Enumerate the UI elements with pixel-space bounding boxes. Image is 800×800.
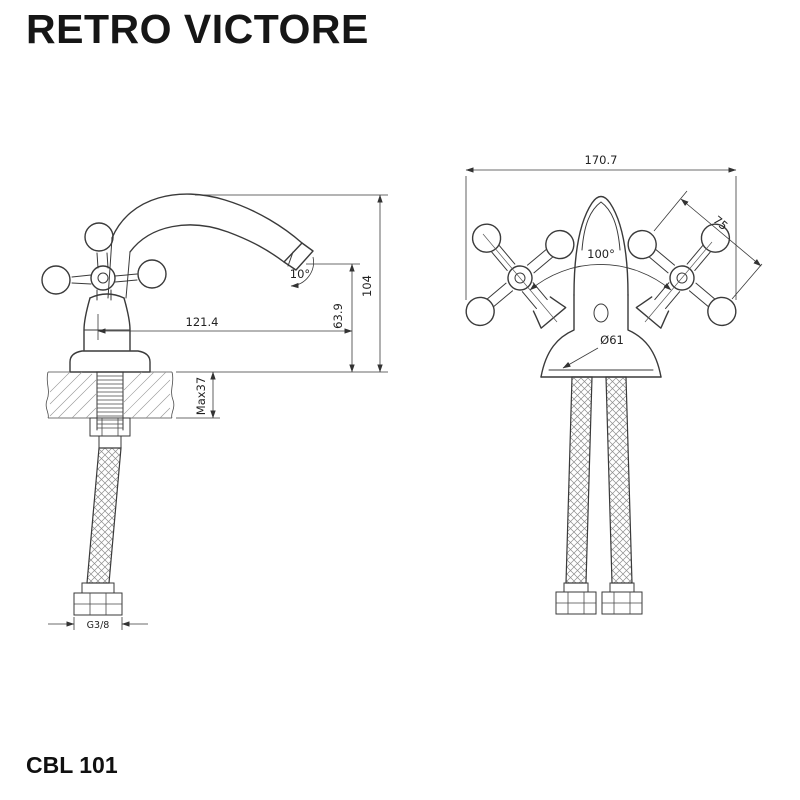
dim-label-handle-width: 75 xyxy=(710,213,730,233)
dim-label-deck-thickness: Max37 xyxy=(194,377,208,415)
dim-label-thread-size: G3/8 xyxy=(87,620,110,631)
front-spout xyxy=(573,195,629,323)
side-spout xyxy=(107,193,314,299)
dim-label-handle-angle: 100° xyxy=(587,247,615,261)
dim-handle-angle: 100° xyxy=(482,233,713,323)
dim-overall-width: 170.7 xyxy=(465,153,737,300)
dim-deck-thickness: Max37 xyxy=(176,371,220,419)
dim-label-spout-reach: 121.4 xyxy=(186,315,219,329)
dim-base-diameter: Ø61 xyxy=(562,333,624,369)
front-dome-base xyxy=(540,294,662,378)
front-hose-nuts xyxy=(555,582,643,615)
side-cross-handle xyxy=(41,222,167,301)
side-threaded-shank xyxy=(89,371,131,449)
dim-label-base-diameter: Ø61 xyxy=(600,333,624,347)
side-hose-nut xyxy=(73,582,123,616)
dim-thread-size: G3/8 xyxy=(48,617,148,631)
dim-label-overall-width: 170.7 xyxy=(585,153,618,167)
side-deck-section xyxy=(45,371,175,419)
product-title: RETRO VICTORE xyxy=(26,6,369,52)
model-number: CBL 101 xyxy=(26,752,118,778)
dim-spout-angle: 10° xyxy=(290,256,314,289)
side-body-base xyxy=(69,293,151,373)
front-supply-hoses xyxy=(565,376,633,584)
side-supply-hose xyxy=(86,447,122,584)
dim-total-height: 104 xyxy=(176,194,388,373)
dim-label-spout-height: 63.9 xyxy=(331,303,345,329)
dim-handle-width: 75 xyxy=(653,190,763,300)
front-view: 170.7 75 100° Ø61 xyxy=(465,153,763,615)
dim-spout-height: 63.9 xyxy=(306,263,360,373)
dim-spout-reach: 121.4 xyxy=(97,314,353,340)
dim-label-total-height: 104 xyxy=(360,275,374,297)
side-view: 121.4 63.9 104 10° xyxy=(41,193,388,631)
dim-label-spout-angle: 10° xyxy=(290,267,310,281)
